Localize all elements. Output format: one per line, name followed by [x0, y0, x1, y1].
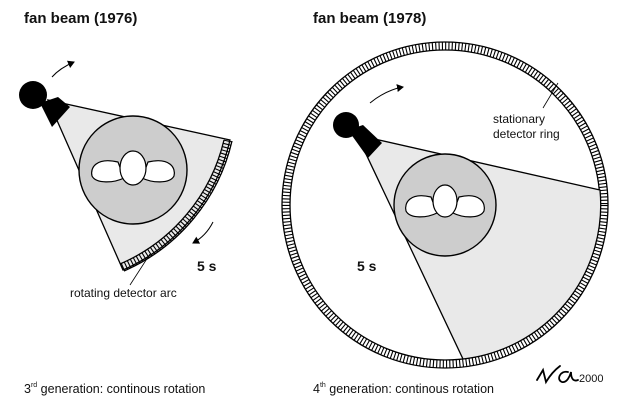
left-rotation-arrow-side: [192, 221, 214, 244]
left-rotation-arrow-top: [51, 60, 75, 78]
left-detector-leader: [129, 253, 151, 286]
right-detector-label-line1: stationary: [493, 112, 546, 126]
left-detector-label: rotating detector arc: [70, 286, 177, 300]
right-panel-title: fan beam (1978): [313, 10, 427, 27]
right-caption-number: 4: [313, 382, 320, 396]
right-detector-label-line2: detector ring: [493, 127, 560, 141]
right-caption-ordinal: th: [319, 382, 326, 389]
right-rotation-arrow: [369, 84, 404, 104]
left-caption-text: generation: continous rotation: [37, 382, 206, 396]
left-caption: 3rd generation: continous rotation: [24, 382, 205, 396]
right-detector-label: stationary detector ring: [493, 112, 560, 142]
left-caption-ordinal: rd: [30, 382, 38, 389]
signature-mark: [536, 365, 579, 385]
right-patient-shape: [405, 184, 485, 218]
right-xray-tube: [333, 112, 382, 158]
right-caption-text: generation: continous rotation: [325, 382, 494, 396]
left-time-label: 5 s: [197, 258, 217, 274]
left-diagram: [19, 60, 233, 286]
left-caption-number: 3: [24, 382, 31, 396]
left-patient-shape: [91, 150, 175, 186]
signature-year: 2000: [579, 373, 604, 385]
left-xray-tube: [19, 81, 70, 127]
right-detector-leader: [542, 82, 559, 109]
right-diagram: [281, 41, 609, 369]
left-panel-title: fan beam (1976): [24, 10, 138, 27]
right-caption: 4th generation: continous rotation: [313, 382, 494, 396]
right-time-label: 5 s: [357, 258, 377, 274]
left-detector-arc: [119, 139, 233, 272]
